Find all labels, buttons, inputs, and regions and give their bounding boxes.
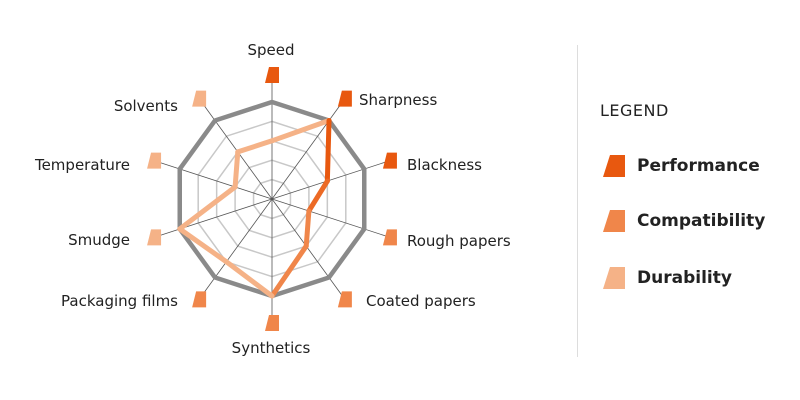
axis-line <box>157 198 273 237</box>
series-segment-coated-papers <box>269 243 309 299</box>
series-segment-sharpness <box>324 118 332 184</box>
series-segment-blackness <box>306 178 330 214</box>
axis-label-solvents: Solvents <box>113 97 178 115</box>
axis-label-packaging-films: Packaging films <box>61 292 178 310</box>
legend-label: Compatibility <box>637 211 766 231</box>
series-segment-temperature <box>232 149 241 190</box>
category-marker-sharpness <box>337 90 352 107</box>
axis-label-sharpness: Sharpness <box>359 91 438 109</box>
series-segment-smudge <box>177 184 238 232</box>
legend-item-performance: Performance <box>603 155 760 177</box>
series-segment-rough-papers <box>303 208 312 249</box>
legend-swatch-performance <box>603 155 625 177</box>
legend-swatch-compatibility <box>603 210 625 232</box>
axis-label-temperature: Temperature <box>34 156 130 174</box>
axis-label-blackness: Blackness <box>407 156 482 174</box>
legend-swatch-durability <box>603 267 625 289</box>
axis-label-smudge: Smudge <box>68 231 130 249</box>
series-segment-packaging-films <box>177 226 229 265</box>
axis-label-synthetics: Synthetics <box>231 339 311 357</box>
category-marker-blackness <box>382 152 397 169</box>
legend-label: Durability <box>637 268 732 288</box>
axis-line <box>157 161 273 200</box>
series-segment-speed <box>269 118 332 144</box>
divider <box>577 45 578 357</box>
category-marker-solvents <box>192 90 207 107</box>
series-segment-solvents <box>235 138 275 155</box>
axis-label-coated-papers: Coated papers <box>366 292 476 310</box>
axis-line <box>271 101 343 200</box>
category-marker-packaging-films <box>192 291 207 308</box>
category-marker-smudge <box>147 229 162 246</box>
category-marker-speed <box>265 67 279 83</box>
legend-item-compatibility: Compatibility <box>603 210 765 232</box>
category-marker-rough-papers <box>382 229 397 246</box>
axis-label-speed: Speed <box>247 41 295 59</box>
axis-line <box>271 198 387 237</box>
legend-label: Performance <box>637 156 760 176</box>
axis-label-rough-papers: Rough papers <box>407 232 511 250</box>
series-segment-synthetics <box>223 259 275 299</box>
legend-item-durability: Durability <box>603 267 732 289</box>
category-marker-synthetics <box>265 315 279 331</box>
category-marker-temperature <box>147 152 162 169</box>
axis-line <box>201 198 273 297</box>
category-marker-coated-papers <box>337 291 352 308</box>
legend-title: LEGEND <box>600 101 669 120</box>
